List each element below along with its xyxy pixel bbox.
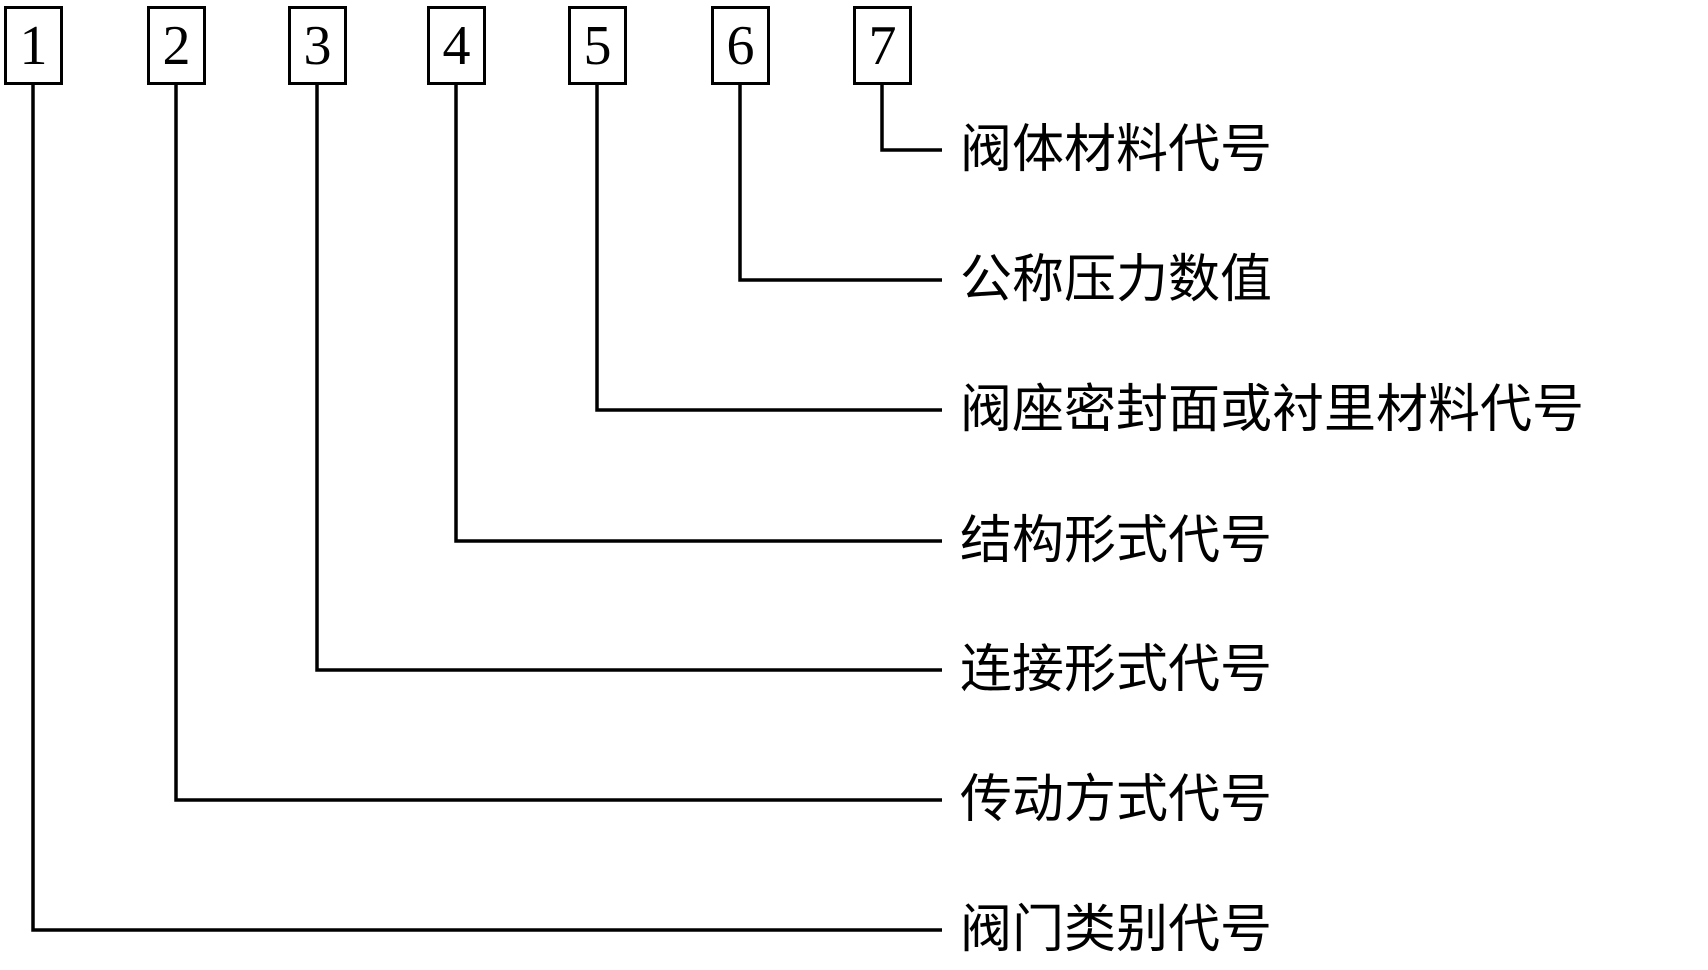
position-number: 4 <box>442 14 471 77</box>
position-box-5: 5 <box>568 6 627 85</box>
label-connection-type: 连接形式代号 <box>960 640 1273 700</box>
position-box-7: 7 <box>853 6 912 85</box>
connector-line-5 <box>595 84 942 412</box>
position-number: 5 <box>583 14 612 77</box>
connector-line-3 <box>315 84 942 672</box>
connector-line-4 <box>454 84 942 543</box>
position-number: 3 <box>303 14 332 77</box>
connector-line-6 <box>738 84 942 282</box>
position-number: 1 <box>19 14 48 77</box>
position-box-1: 1 <box>4 6 63 85</box>
position-number: 6 <box>726 14 755 77</box>
connector-line-2 <box>174 84 942 802</box>
label-seat-seal-material: 阀座密封面或衬里材料代号 <box>960 380 1585 440</box>
position-box-4: 4 <box>427 6 486 85</box>
connector-line-7 <box>880 84 942 152</box>
label-structure-type: 结构形式代号 <box>960 511 1273 571</box>
label-drive-mode: 传动方式代号 <box>960 770 1273 830</box>
position-box-2: 2 <box>147 6 206 85</box>
connector-line-1 <box>31 84 942 932</box>
position-box-3: 3 <box>288 6 347 85</box>
position-number: 7 <box>868 14 897 77</box>
label-nominal-pressure: 公称压力数值 <box>960 250 1273 310</box>
label-valve-body-material: 阀体材料代号 <box>960 120 1273 180</box>
position-box-6: 6 <box>711 6 770 85</box>
label-valve-category: 阀门类别代号 <box>960 900 1273 960</box>
position-number: 2 <box>162 14 191 77</box>
